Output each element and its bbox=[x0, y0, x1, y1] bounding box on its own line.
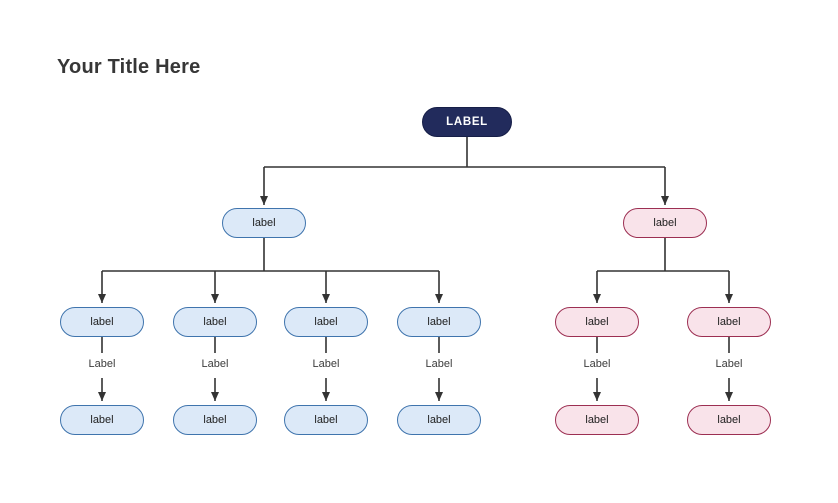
edge-label: Label bbox=[715, 358, 743, 370]
edge-label: Label bbox=[201, 358, 229, 370]
root-node[interactable]: LABEL bbox=[422, 107, 512, 137]
child-node[interactable]: label bbox=[687, 307, 771, 337]
connector-trunk-lines bbox=[101, 136, 730, 353]
child-node[interactable]: label bbox=[173, 307, 257, 337]
leaf-node[interactable]: label bbox=[397, 405, 481, 435]
branch-node-pink[interactable]: label bbox=[623, 208, 707, 238]
child-node[interactable]: label bbox=[60, 307, 144, 337]
edge-label: Label bbox=[312, 358, 340, 370]
leaf-node[interactable]: label bbox=[284, 405, 368, 435]
page-title: Your Title Here bbox=[57, 56, 201, 78]
leaf-node[interactable]: label bbox=[555, 405, 639, 435]
edge-label: Label bbox=[583, 358, 611, 370]
edge-label: Label bbox=[88, 358, 116, 370]
leaf-node[interactable]: label bbox=[687, 405, 771, 435]
child-node[interactable]: label bbox=[284, 307, 368, 337]
child-node[interactable]: label bbox=[555, 307, 639, 337]
child-node[interactable]: label bbox=[397, 307, 481, 337]
branch-node-blue[interactable]: label bbox=[222, 208, 306, 238]
leaf-node[interactable]: label bbox=[60, 405, 144, 435]
edge-label: Label bbox=[425, 358, 453, 370]
leaf-node[interactable]: label bbox=[173, 405, 257, 435]
